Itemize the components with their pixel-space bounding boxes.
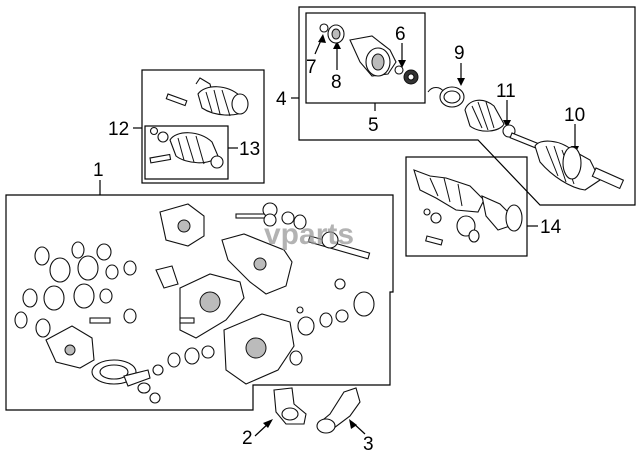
axle-group-box bbox=[298, 6, 636, 206]
callout-8: 8 bbox=[331, 72, 342, 93]
callout-13: 13 bbox=[239, 139, 260, 160]
boot-kit-inner-box bbox=[144, 125, 229, 180]
callout-10: 10 bbox=[564, 105, 585, 126]
callout-6: 6 bbox=[395, 24, 406, 45]
callout-3: 3 bbox=[363, 434, 374, 455]
boot-kit-parts bbox=[149, 77, 249, 169]
callout-1: 1 bbox=[93, 160, 104, 181]
inner-joint-box bbox=[305, 12, 426, 104]
inner-joint-parts bbox=[319, 23, 419, 85]
mount-parts bbox=[273, 387, 361, 434]
differential-parts bbox=[14, 202, 375, 404]
rear-axle-parts bbox=[413, 169, 523, 246]
rear-axle-box bbox=[405, 156, 528, 257]
differential-group-box bbox=[5, 194, 394, 411]
callout-7: 7 bbox=[306, 57, 317, 78]
axle-shaft-assembly bbox=[427, 86, 625, 191]
callout-14: 14 bbox=[540, 217, 562, 238]
boot-kit-box bbox=[141, 69, 265, 184]
callout-12: 12 bbox=[108, 119, 129, 140]
watermark: vparts bbox=[264, 218, 354, 251]
callout-5: 5 bbox=[368, 115, 379, 136]
callout-9: 9 bbox=[454, 43, 465, 64]
callout-2: 2 bbox=[242, 428, 253, 449]
callout-4: 4 bbox=[276, 89, 287, 110]
callout-11: 11 bbox=[496, 81, 516, 102]
